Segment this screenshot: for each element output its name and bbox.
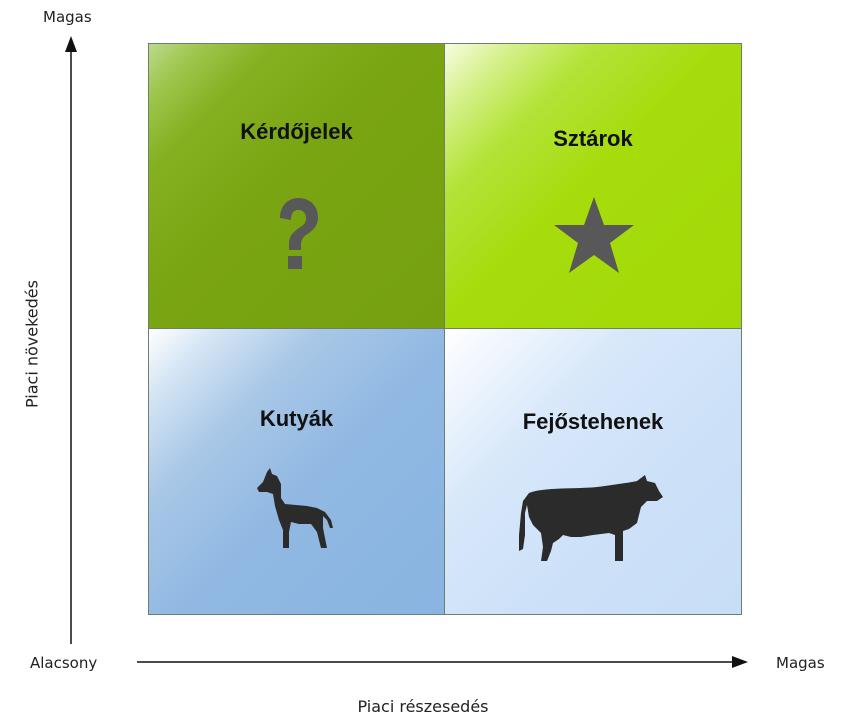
question-mark-icon <box>280 198 318 269</box>
x-axis-title: Piaci részesedés <box>357 697 489 716</box>
y-axis-title: Piaci növekedés <box>22 280 42 408</box>
dog-icon <box>257 468 333 548</box>
quadrant-title: Fejőstehenek <box>522 409 664 434</box>
y-axis-arrowhead <box>65 36 77 52</box>
x-axis-arrowhead <box>732 656 748 668</box>
quadrant-question-marks: Kérdőjelek <box>148 43 445 329</box>
quadrant-title: Sztárok <box>553 126 633 151</box>
quadrant-stars: Sztárok <box>444 43 742 329</box>
quadrant-cash-cows: Fejőstehenek <box>444 328 742 615</box>
quadrant-dogs: Kutyák <box>148 328 445 615</box>
quadrant-title: Kutyák <box>259 406 334 431</box>
star-icon <box>554 197 634 273</box>
quadrant-title: Kérdőjelek <box>240 119 353 144</box>
x-axis-high-label: Magas <box>776 654 825 672</box>
x-axis-low-label: Alacsony <box>30 654 98 672</box>
cow-icon <box>519 475 663 561</box>
y-axis-high-label: Magas <box>43 8 92 26</box>
